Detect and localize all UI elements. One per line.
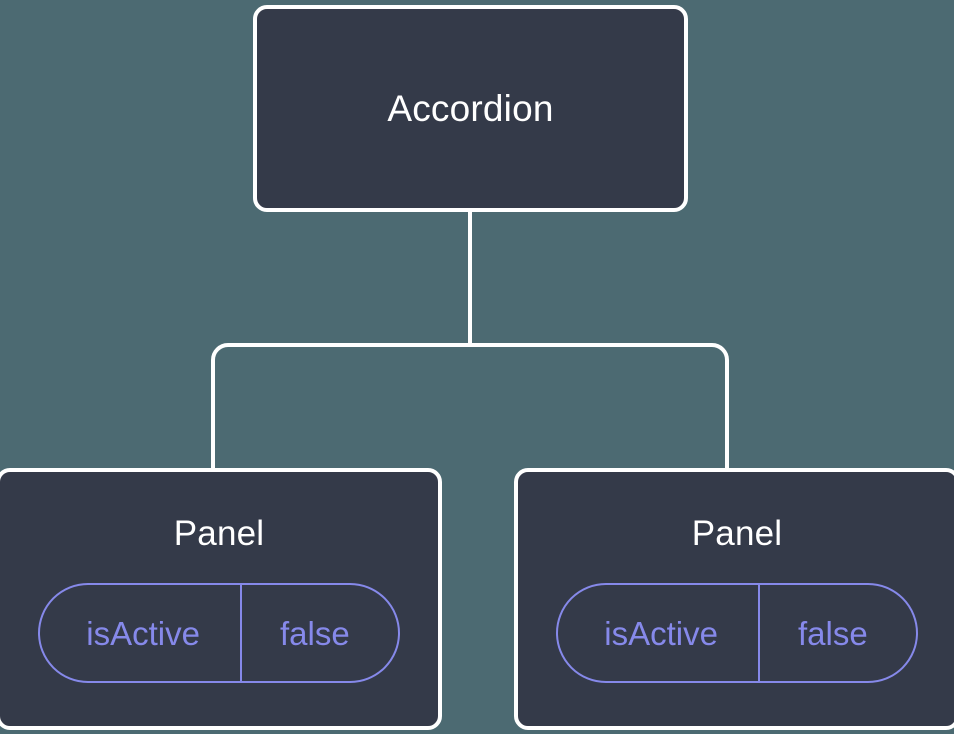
node-panel-right[interactable]: Panel isActive false [514,468,954,730]
node-panel-left-title: Panel [173,514,265,553]
state-badge-key: isActive [86,614,200,652]
state-badge-key: isActive [604,614,718,652]
state-badge-value: false [239,585,398,681]
state-badge-value: false [757,585,916,681]
node-accordion-title: Accordion [387,88,554,129]
node-accordion[interactable]: Accordion [253,5,688,212]
state-badge-panel-left[interactable]: isActive false [38,583,400,683]
node-panel-left[interactable]: Panel isActive false [0,468,442,730]
edge-root-to-panel-right [470,343,729,470]
edge-root-to-panel-left [211,343,470,470]
state-badge-panel-right[interactable]: isActive false [556,583,918,683]
node-panel-right-title: Panel [691,514,783,553]
